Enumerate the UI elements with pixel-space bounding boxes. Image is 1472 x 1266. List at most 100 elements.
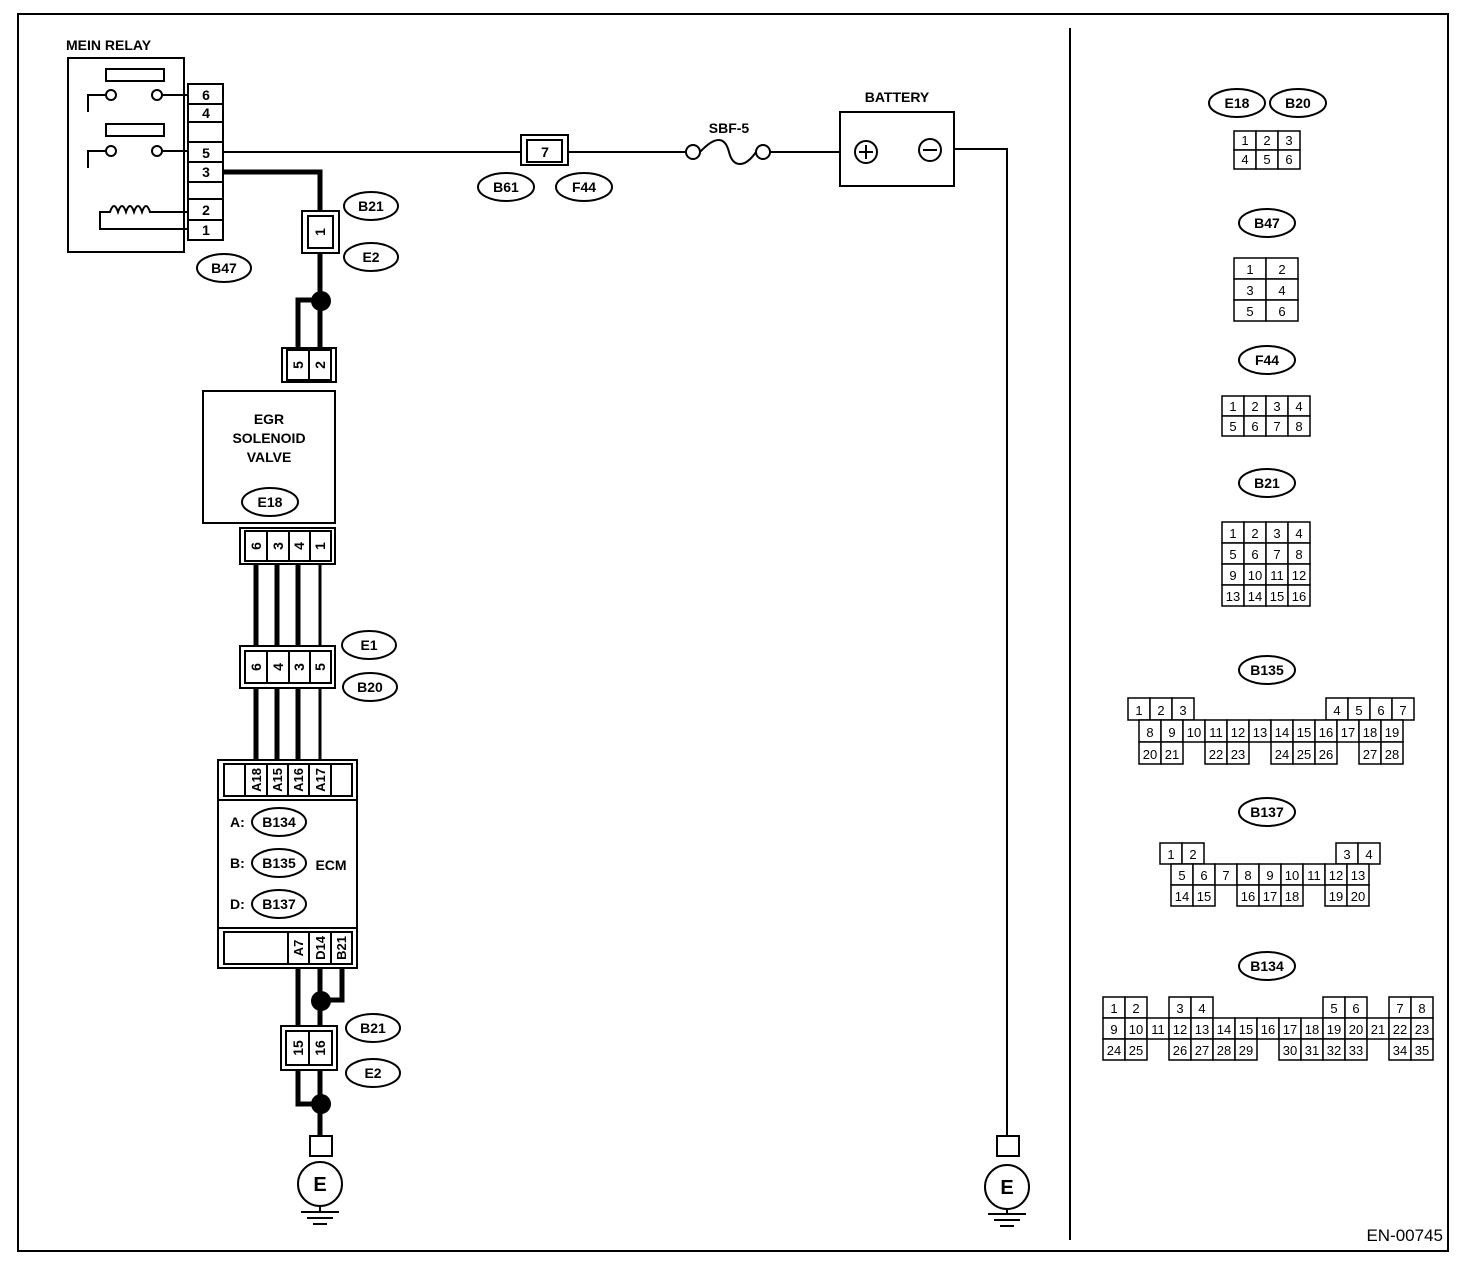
svg-text:B21: B21	[358, 198, 384, 214]
pin-number: 27	[1363, 747, 1377, 762]
pin-number: 1	[1135, 703, 1142, 718]
pin-number: 1	[1241, 133, 1248, 148]
pin-number: 8	[1418, 1001, 1425, 1016]
pin-number: 12	[1329, 868, 1343, 883]
pin-number: 15	[1297, 725, 1311, 740]
pin-cell	[1410, 1038, 1434, 1061]
relay-pin-2: 2	[202, 202, 210, 218]
svg-text:B135: B135	[262, 855, 296, 871]
pin-number: 10	[1187, 725, 1201, 740]
pin-number: 13	[1195, 1022, 1209, 1037]
pin-number: 22	[1393, 1022, 1407, 1037]
pin-number: 11	[1307, 868, 1321, 883]
svg-text:E2: E2	[362, 249, 379, 265]
pin-number: 35	[1415, 1043, 1429, 1058]
pin-number: 2	[1278, 262, 1285, 277]
pin-number: 10	[1129, 1022, 1143, 1037]
pin-number: 14	[1175, 889, 1189, 904]
main-relay	[67, 57, 224, 253]
pin-number: 18	[1305, 1022, 1319, 1037]
pin-number: 6	[1251, 547, 1258, 562]
relay-pin-3: 3	[202, 164, 210, 180]
pin-number: 6	[1285, 152, 1292, 167]
power-wire	[223, 148, 1008, 1137]
pin-cell	[1380, 741, 1404, 765]
pin-number: 23	[1231, 747, 1245, 762]
pin-cell	[1277, 149, 1301, 170]
pin-number: 3	[1246, 283, 1253, 298]
pin-number: 14	[1217, 1022, 1231, 1037]
badge-b47: B47	[196, 253, 252, 283]
pin-number: 10	[1285, 868, 1299, 883]
relay-pin-4: 4	[202, 105, 210, 121]
pin-number: 29	[1239, 1043, 1253, 1058]
egr-solenoid-valve: EGR SOLENOID VALVE E18	[202, 390, 336, 524]
pin-number: 3	[1273, 399, 1280, 414]
pin-number: 7	[1273, 547, 1280, 562]
pin-number: 19	[1327, 1022, 1341, 1037]
ground-symbol-right: E	[984, 1135, 1030, 1227]
pin-number: 9	[1229, 568, 1236, 583]
pin-number: 18	[1285, 889, 1299, 904]
pin-number: 10	[1248, 568, 1262, 583]
pin-number: 8	[1244, 868, 1251, 883]
pin-number: 16	[1261, 1022, 1275, 1037]
egr-name-line-2: SOLENOID	[232, 430, 305, 446]
joint-pin-15: 15	[290, 1040, 306, 1056]
pin-cell	[1124, 1038, 1148, 1061]
ecm-pin-a16: A16	[291, 768, 306, 792]
pin-number: 5	[1229, 547, 1236, 562]
pin-number: 24	[1275, 747, 1289, 762]
pin-number: 7	[1396, 1001, 1403, 1016]
pin-number: 33	[1349, 1043, 1363, 1058]
svg-text:1: 1	[312, 228, 328, 236]
pin-number: 1	[1246, 262, 1253, 277]
joint-connector-7: 7	[520, 134, 569, 166]
badge-e1: E1	[341, 630, 397, 660]
pin-number: 9	[1266, 868, 1273, 883]
pin-number: 4	[1333, 703, 1340, 718]
pin-number: 32	[1327, 1043, 1341, 1058]
footer-code: EN-00745	[1366, 1226, 1443, 1245]
connector-view-id: B134	[1250, 958, 1284, 974]
splice-dot-upper	[311, 291, 331, 311]
pin-number: 26	[1319, 747, 1333, 762]
pin-number: 6	[1377, 703, 1384, 718]
svg-text:E: E	[1000, 1177, 1013, 1199]
pin-number: 22	[1209, 747, 1223, 762]
pin-number: 8	[1295, 419, 1302, 434]
svg-text:E2: E2	[364, 1065, 381, 1081]
connector-view-id: B137	[1250, 804, 1284, 820]
pin-number: 6	[1352, 1001, 1359, 1016]
connector-view-id: E18	[1225, 95, 1250, 111]
badge-b21-upper: B21	[343, 191, 399, 221]
pin-number: 4	[1295, 526, 1302, 541]
fuse-label: SBF-5	[709, 120, 750, 136]
pin-number: 1	[1229, 526, 1236, 541]
badge-e18: E18	[258, 494, 283, 510]
pin-number: 2	[1132, 1001, 1139, 1016]
svg-text:F44: F44	[572, 179, 596, 195]
ecm-connector-d: D: B137	[230, 889, 307, 919]
pin-number: 5	[1178, 868, 1185, 883]
pin-number: 20	[1143, 747, 1157, 762]
pin-number: 4	[1241, 152, 1248, 167]
egr-name-line-1: EGR	[254, 411, 284, 427]
splice-dot-lower	[311, 991, 331, 1011]
pin-number: 2	[1263, 133, 1270, 148]
pin-number: 11	[1209, 725, 1223, 740]
pin-number: 7	[1273, 419, 1280, 434]
ground-symbol-left: E	[297, 1135, 343, 1225]
pin-number: 12	[1173, 1022, 1187, 1037]
pin-number: 21	[1165, 747, 1179, 762]
pin-number: 20	[1351, 889, 1365, 904]
pin-cell	[1314, 741, 1338, 765]
pin-number: 20	[1349, 1022, 1363, 1037]
pin-number: 5	[1246, 304, 1253, 319]
pin-cell	[1287, 415, 1311, 437]
joint-e1-pin-6: 6	[248, 663, 264, 671]
